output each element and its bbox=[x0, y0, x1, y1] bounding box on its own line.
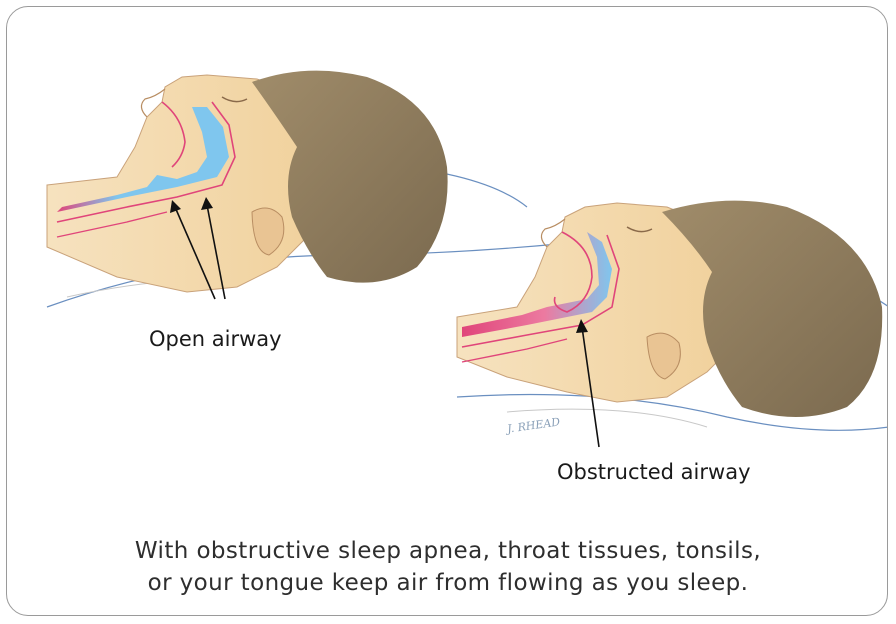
sleep-apnea-illustration bbox=[7, 7, 888, 616]
figure-frame: Open airway Obstructed airway J. RHEAD W… bbox=[6, 6, 888, 616]
figure-caption: With obstructive sleep apnea, throat tis… bbox=[7, 535, 888, 599]
caption-line-1: With obstructive sleep apnea, throat tis… bbox=[7, 535, 888, 567]
right-head bbox=[457, 201, 888, 447]
caption-line-2: or your tongue keep air from flowing as … bbox=[7, 567, 888, 599]
open-airway-label: Open airway bbox=[149, 327, 282, 351]
obstructed-airway-label: Obstructed airway bbox=[557, 460, 751, 484]
